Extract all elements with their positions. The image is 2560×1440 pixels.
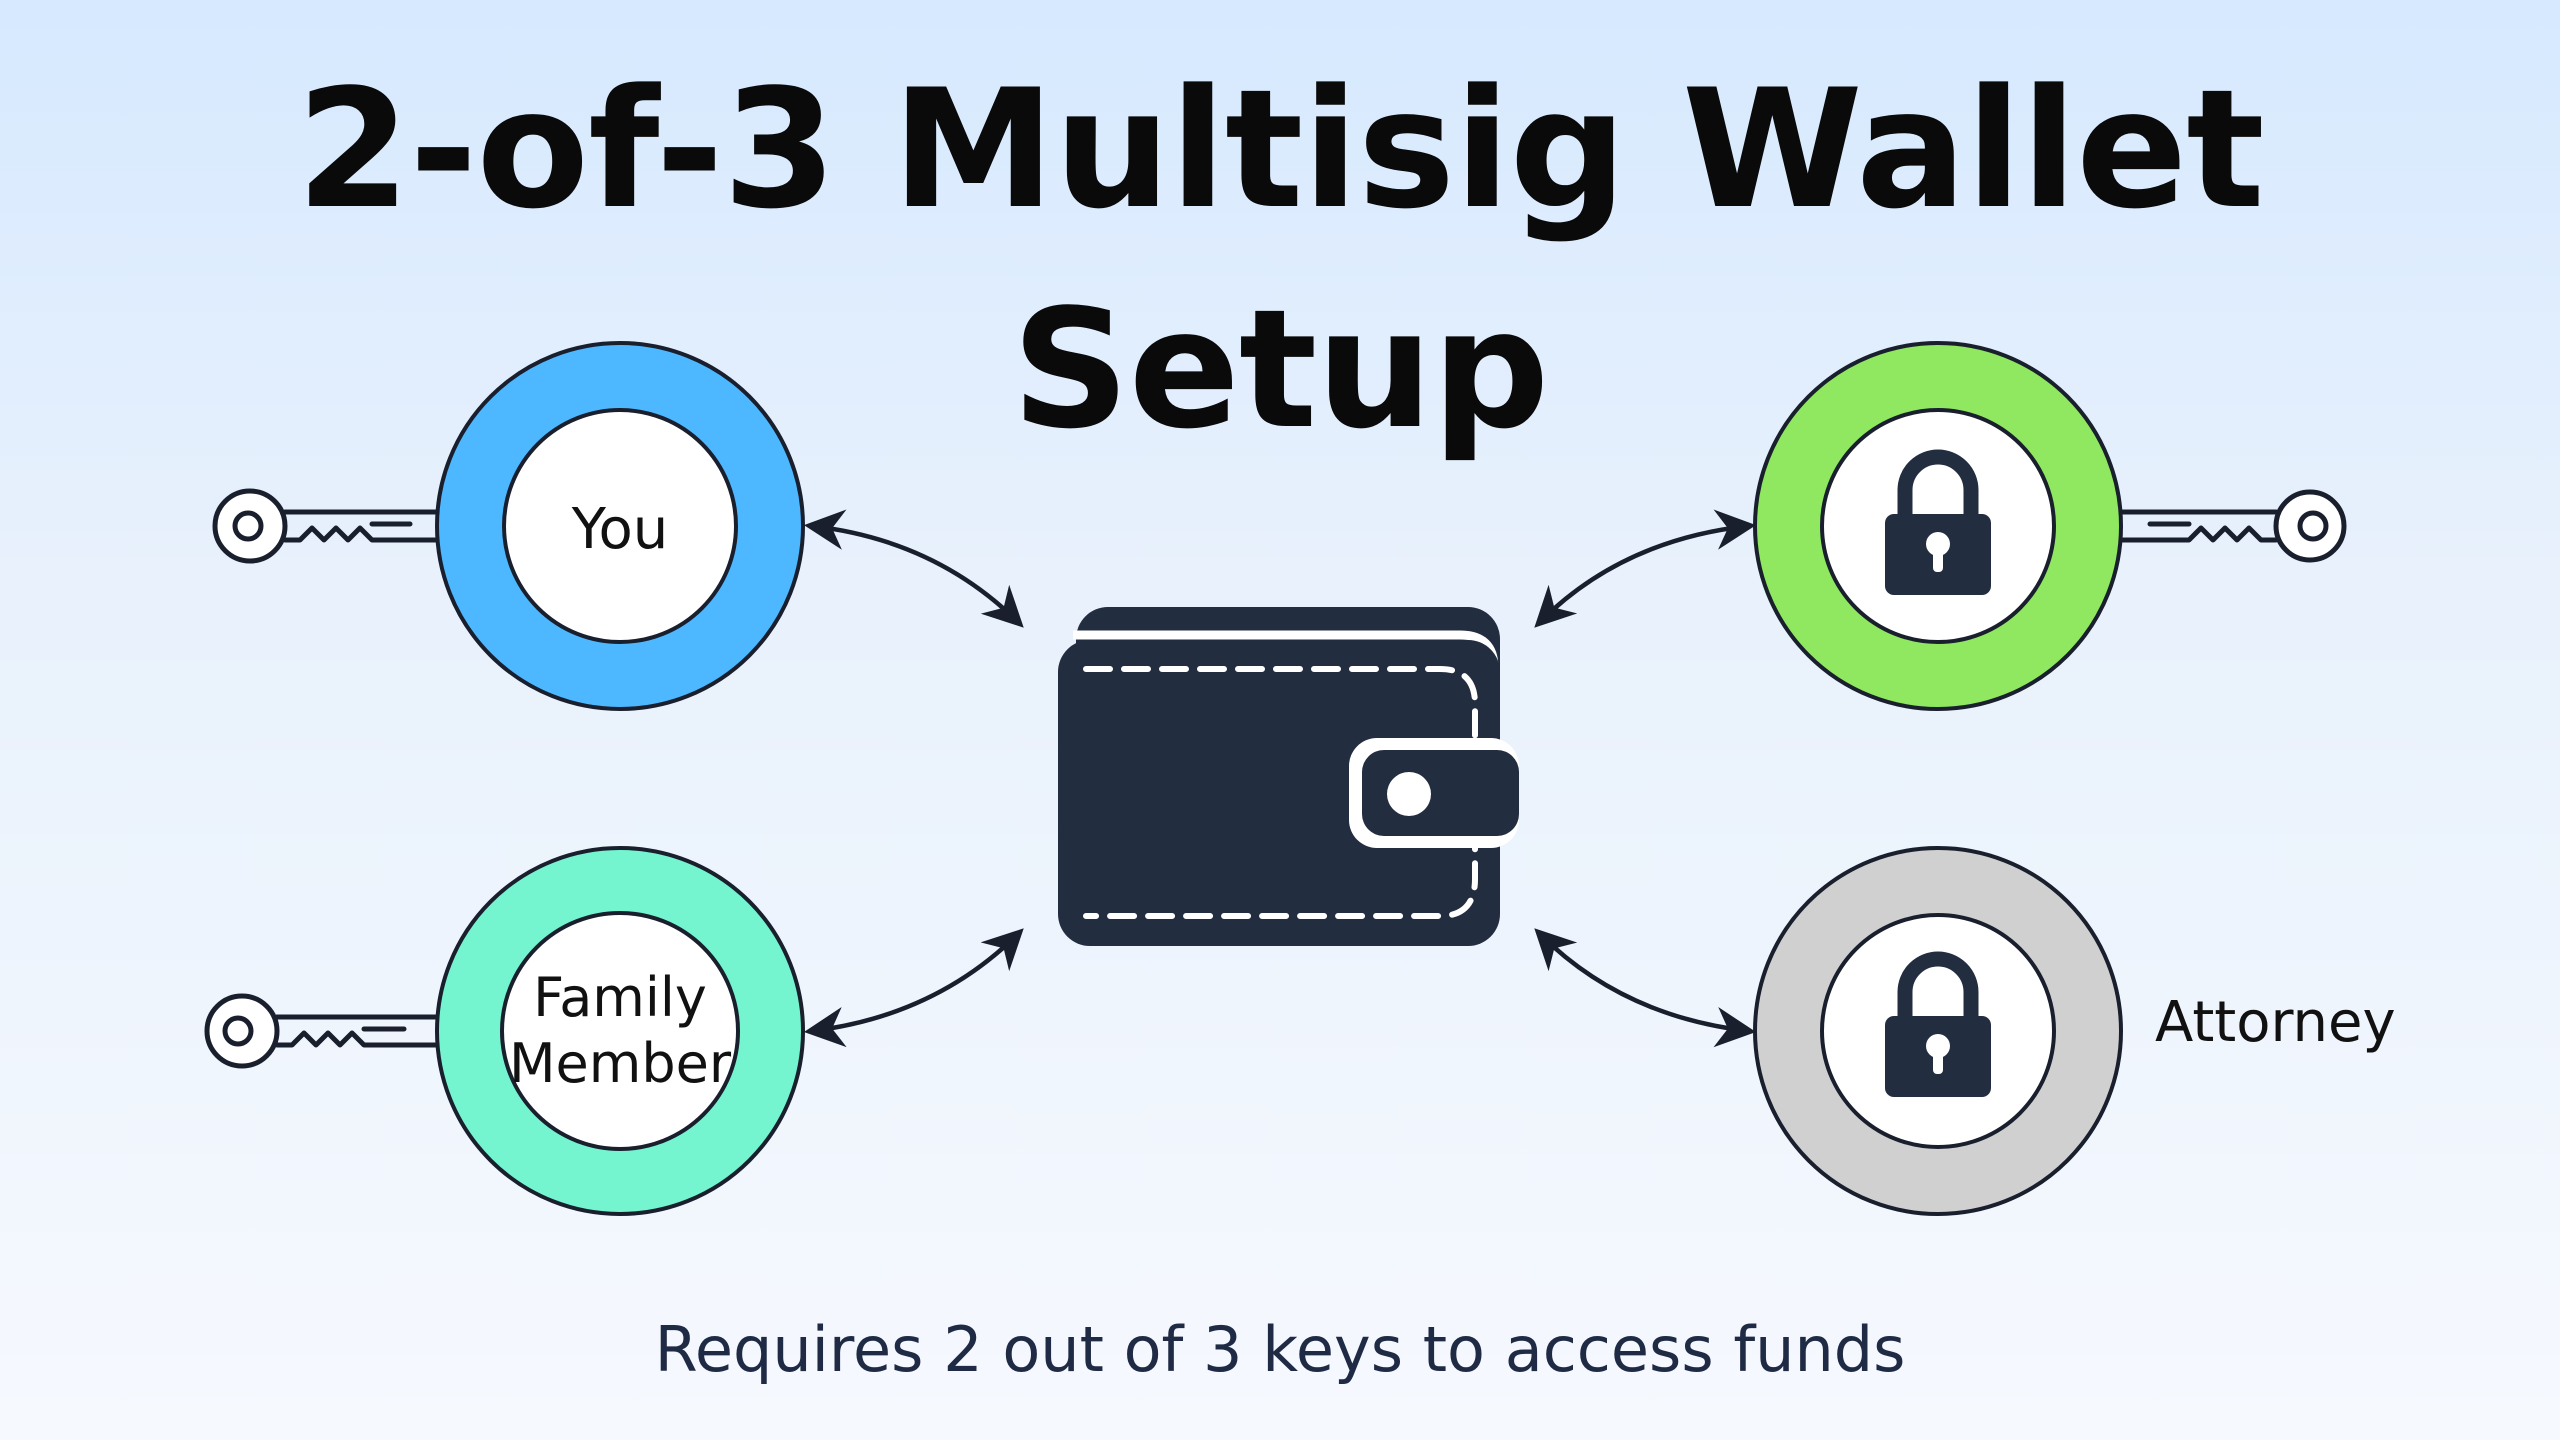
lock-icon: [1885, 951, 1991, 1097]
arrow-locked-wallet: [1534, 509, 1757, 628]
attorney-node: Attorney: [1753, 846, 2396, 1216]
you-key-icon: [212, 488, 441, 564]
family-member-node: Family Member: [435, 846, 805, 1216]
you-node: You: [435, 341, 805, 711]
connection-arrows: [803, 509, 1757, 1048]
attorney-label: Attorney: [2155, 990, 2396, 1055]
arrow-you-wallet: [803, 509, 1024, 628]
locked-key-icon: [2118, 489, 2347, 563]
you-label: You: [571, 497, 669, 562]
arrow-attorney-wallet: [1534, 928, 1757, 1048]
locked-node-top: [1753, 341, 2123, 711]
family-key-icon: [204, 993, 441, 1069]
wallet-icon: [1058, 607, 1519, 946]
family-label-line1: Family: [533, 966, 707, 1029]
diagram-caption: Requires 2 out of 3 keys to access funds: [654, 1313, 1906, 1386]
family-label-line2: Member: [509, 1032, 732, 1095]
diagram-title: 2-of-3 Multisig Wallet Setup: [296, 54, 2264, 465]
arrow-family-wallet: [803, 928, 1024, 1048]
lock-icon: [1885, 449, 1991, 595]
